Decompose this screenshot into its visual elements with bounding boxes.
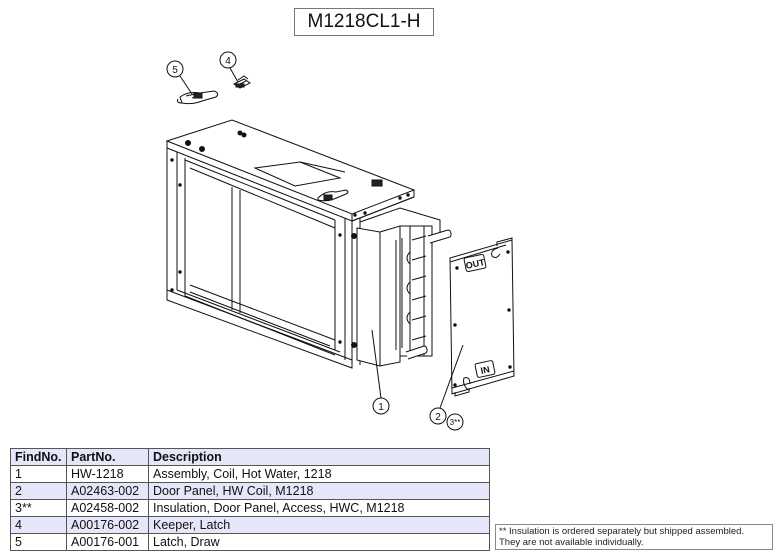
hot-water-coil <box>356 207 452 367</box>
cell-description: Assembly, Coil, Hot Water, 1218 <box>148 465 490 483</box>
cell-description: Keeper, Latch <box>148 516 490 534</box>
header-find-no: FindNo. <box>10 448 67 466</box>
svg-text:5: 5 <box>172 65 178 76</box>
callout-2: 2 <box>429 344 464 425</box>
cell-part-no: A00176-002 <box>66 516 149 534</box>
table-row: 1 HW-1218 Assembly, Coil, Hot Water, 121… <box>10 465 490 483</box>
cell-find-no: 3** <box>10 499 67 517</box>
svg-text:IN: IN <box>480 364 491 376</box>
duct-cabinet <box>165 119 416 369</box>
table-row: 5 A00176-001 Latch, Draw <box>10 533 490 551</box>
header-part-no: PartNo. <box>66 448 149 466</box>
svg-text:2: 2 <box>435 412 441 423</box>
coil-door-panel: OUT IN <box>449 237 515 397</box>
svg-text:1: 1 <box>378 402 384 413</box>
header-description: Description <box>148 448 490 466</box>
exploded-view-drawing: 5 4 <box>165 51 515 431</box>
cell-part-no: A00176-001 <box>66 533 149 551</box>
table-row: 4 A00176-002 Keeper, Latch <box>10 516 490 534</box>
cell-part-no: A02458-002 <box>66 499 149 517</box>
cell-description: Latch, Draw <box>148 533 490 551</box>
cell-description: Insulation, Door Panel, Access, HWC, M12… <box>148 499 490 517</box>
cell-find-no: 2 <box>10 482 67 500</box>
model-title: M1218CL1-H <box>294 8 434 36</box>
cell-find-no: 4 <box>10 516 67 534</box>
svg-text:3**: 3** <box>450 418 461 427</box>
cell-find-no: 1 <box>10 465 67 483</box>
table-row: 2 A02463-002 Door Panel, HW Coil, M1218 <box>10 482 490 500</box>
callout-3: 3** <box>446 413 464 431</box>
callout-1: 1 <box>371 329 390 415</box>
parts-table-header: FindNo. PartNo. Description <box>10 448 490 466</box>
latch-keeper-part <box>233 75 251 89</box>
footnote-line-1: ** Insulation is ordered separately but … <box>499 526 745 537</box>
svg-text:4: 4 <box>225 56 231 67</box>
insulation-footnote: ** Insulation is ordered separately but … <box>495 524 773 550</box>
cell-description: Door Panel, HW Coil, M1218 <box>148 482 490 500</box>
table-row: 3** A02458-002 Insulation, Door Panel, A… <box>10 499 490 517</box>
svg-text:OUT: OUT <box>465 257 486 271</box>
cell-part-no: HW-1218 <box>66 465 149 483</box>
callout-4: 4 <box>219 51 239 83</box>
draw-latch-part <box>177 90 219 105</box>
parts-table: FindNo. PartNo. Description 1 HW-1218 As… <box>10 448 490 551</box>
cell-find-no: 5 <box>10 533 67 551</box>
cell-part-no: A02463-002 <box>66 482 149 500</box>
footnote-line-2: They are not available individually. <box>499 537 644 548</box>
callout-5: 5 <box>166 60 193 95</box>
